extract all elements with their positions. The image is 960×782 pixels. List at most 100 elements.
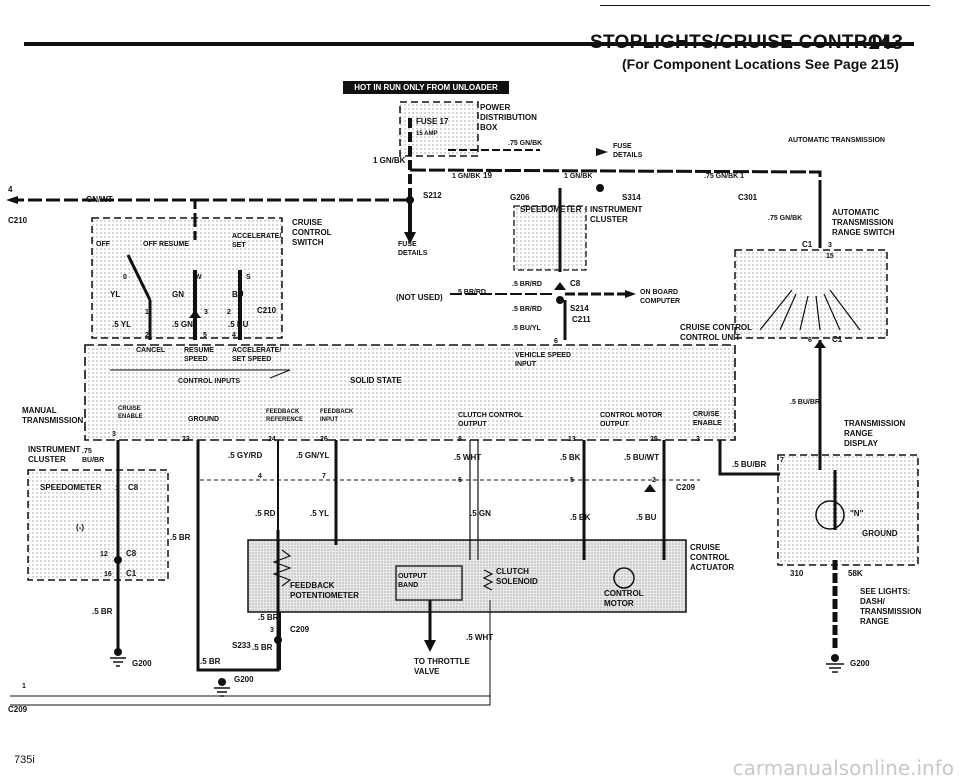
label-c211: C211 [572,315,591,324]
label-n6c: 6 [818,450,822,457]
label-g200a: G200 [132,659,152,668]
label-br-s233: .5 BR [252,643,273,652]
ground-symbols [110,657,844,697]
label-c209b: C209 [290,625,310,634]
wires [10,118,838,706]
label-fuse-amp: 15 AMP [416,131,437,137]
label-control-inputs: CONTROL INPUTS [178,378,240,385]
actuator-area [248,540,686,612]
label-cancel: CANCEL [136,347,166,354]
label-not-used: (NOT USED) [396,293,443,302]
arrow-onboard [625,290,636,298]
label-gnyl: .5 GN/YL [296,451,329,460]
label-g200c: G200 [850,659,870,668]
label-n4: 4 [232,332,236,339]
label-n5b: 5 [570,477,574,484]
shaded-areas [28,102,918,612]
label-gyrd: .5 GY/RD [228,451,262,460]
label-yl5b: .5 YL [310,509,329,518]
splice-s314 [596,184,604,192]
label-n1: 1 [145,309,149,316]
n-switch-icon [815,500,845,530]
label-brrd-c8: .5 BR/RD [512,281,542,288]
label-buwt: .5 BU/WT [624,453,659,462]
trans-switch-fan [759,289,861,331]
actuator-components [272,289,861,591]
label-n3c: 3 [696,436,700,443]
label-accel-set-speed: ACCELERATE/SET SPEED [232,347,281,363]
control-motor-icon [613,567,635,589]
label-gnwt: GN/WT [86,195,113,204]
instrument-cluster-area [28,470,168,580]
connector-c1 [814,340,826,348]
header-top-line [600,5,930,6]
clutch-coil [482,569,494,591]
label-gnbk-75-1: .75 GN/BK 1 [704,173,744,180]
label-c8a: C8 [570,279,581,288]
speedometer-top-area [514,206,586,270]
label-left4: 4 [8,185,13,194]
label-n3b: 3 [112,431,116,438]
label-gnbk-75b: .75 GN/BK [768,215,802,222]
label-speedometer2: SPEEDOMETER [40,483,102,492]
label-ground: GROUND [188,416,219,423]
label-n3d: 3 [270,627,274,634]
splices-connectors [6,148,826,652]
label-c1c: C1 [126,569,137,578]
label-c210: C210 [8,216,28,225]
label-off1: OFF [96,241,111,248]
arrow-throttle [424,640,436,652]
label-fuse17: FUSE 17 [416,117,449,126]
watermark: carmanualsonline.info [732,756,954,780]
label-bu5: .5 BU [228,320,249,329]
label-n26: 26 [320,436,328,443]
label-n2c: 2 [652,477,656,484]
label-ground2: GROUND [862,529,898,538]
label-n3: 3 [204,309,208,316]
label-num19: 19 [483,171,492,180]
label-bubr2: .5 BU/BR [732,460,766,469]
label-br3: .5 BR [258,613,279,622]
label-n5: 5 [203,332,207,339]
connector-c8 [554,282,566,290]
label-s212: S212 [423,191,442,200]
label-sw-w: W [195,274,202,281]
connector-c210 [189,310,201,318]
label-wht: .5 WHT [454,453,481,462]
ground-dots [114,556,839,686]
label-wht2: .5 WHT [466,633,493,642]
label-bk: .5 BK [560,453,581,462]
label-n16: 16 [104,571,112,578]
label-c301: C301 [738,193,758,202]
label-n1b: 1 [115,485,119,492]
label-gn: GN [172,290,184,299]
page-subtitle: (For Component Locations See Page 215) [622,56,899,72]
label-yl5: .5 YL [112,320,131,329]
label-n6a: 6 [554,338,558,345]
arrow-fuse-left [404,232,416,244]
label-n24: 24 [268,436,276,443]
label-n23: 23 [182,436,190,443]
label-n3a: 3 [828,242,832,249]
label-n15: 15 [826,253,834,260]
label-gn5: .5 GN [172,320,193,329]
label-buyl: .5 BU/YL [512,325,542,332]
label-s233: S233 [232,641,251,650]
